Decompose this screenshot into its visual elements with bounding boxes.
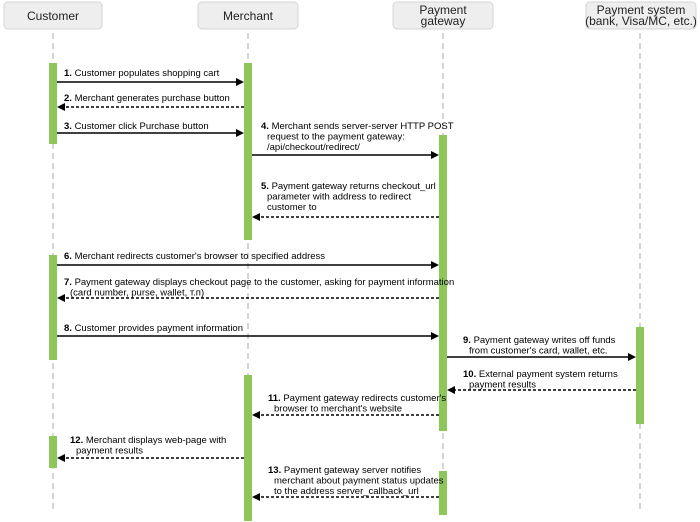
message-5: 5. Payment gateway returns checkout_urlp… bbox=[252, 181, 439, 221]
participant-merchant-label: Merchant bbox=[223, 9, 274, 23]
message-5-label-line-3: customer to bbox=[267, 202, 317, 213]
message-13: 13. Payment gateway server notifiesmerch… bbox=[252, 465, 444, 501]
message-4-label-line-1: 4. Merchant sends server-server HTTP POS… bbox=[261, 121, 454, 132]
message-8-number: 8. bbox=[64, 323, 75, 334]
message-11-label-line-1: 11. Payment gateway redirects customer's bbox=[268, 393, 446, 404]
message-13-label-line-2: merchant about payment status updates bbox=[274, 476, 444, 487]
message-10-arrowhead bbox=[447, 386, 455, 394]
message-2-arrowhead bbox=[57, 103, 65, 111]
activation-customer-3 bbox=[49, 436, 57, 468]
message-9-number: 9. bbox=[463, 335, 474, 346]
participant-customer-label: Customer bbox=[27, 9, 79, 23]
message-13-arrowhead bbox=[252, 493, 260, 501]
message-11: 11. Payment gateway redirects customer's… bbox=[252, 393, 446, 419]
participant-gateway-label-line1: Payment bbox=[419, 3, 467, 17]
message-9: 9. Payment gateway writes off fundsfrom … bbox=[447, 335, 636, 361]
message-9-label-line-2: from customer's card, wallet, etc. bbox=[469, 346, 608, 357]
message-13-label-line-3: to the address server_callback_url bbox=[274, 486, 419, 497]
participant-merchant: Merchant bbox=[197, 1, 299, 30]
message-9-arrowhead bbox=[628, 353, 636, 361]
message-6-label-line-1: 6. Merchant redirects customer's browser… bbox=[64, 251, 325, 262]
message-4-label-line-3: /api/checkout/redirect/ bbox=[267, 142, 360, 153]
message-3-arrowhead bbox=[236, 129, 244, 137]
message-12-label-line-1: 12. Merchant displays web-page with bbox=[70, 435, 226, 446]
participant-gateway-label-line2: gateway bbox=[421, 14, 466, 28]
message-8: 8. Customer provides payment information bbox=[57, 323, 439, 340]
participant-paysys: Payment system (bank, Visa/MC, etc.) bbox=[585, 1, 697, 30]
activation-customer-2 bbox=[49, 255, 57, 360]
activation-customer-1 bbox=[49, 63, 57, 144]
message-1-label-line-1: 1. Customer populates shopping cart bbox=[64, 68, 220, 79]
message-6-number: 6. bbox=[64, 251, 75, 262]
message-1: 1. Customer populates shopping cart bbox=[57, 68, 244, 86]
message-12-label-line-2: payment results bbox=[76, 446, 143, 457]
activation-paysys-1 bbox=[636, 327, 644, 424]
message-12-number: 12. bbox=[70, 435, 86, 446]
message-10: 10. External payment system returnspayme… bbox=[447, 369, 636, 394]
message-4: 4. Merchant sends server-server HTTP POS… bbox=[252, 121, 454, 159]
message-5-arrowhead bbox=[252, 213, 260, 221]
message-6: 6. Merchant redirects customer's browser… bbox=[57, 251, 439, 269]
participant-gateway: Payment gateway bbox=[392, 1, 494, 30]
message-5-label-line-2: parameter with address to redirect bbox=[267, 192, 412, 203]
message-3-number: 3. bbox=[64, 121, 75, 132]
message-10-number: 10. bbox=[463, 369, 479, 380]
message-1-arrowhead bbox=[236, 78, 244, 86]
participant-paysys-label-line2: (bank, Visa/MC, etc.) bbox=[585, 14, 697, 28]
message-5-number: 5. bbox=[261, 181, 272, 192]
message-12-arrowhead bbox=[57, 454, 65, 462]
message-13-label-line-1: 13. Payment gateway server notifies bbox=[268, 465, 421, 476]
message-2-label-line-1: 2. Merchant generates purchase button bbox=[64, 93, 230, 104]
message-6-arrowhead bbox=[431, 261, 439, 269]
message-3: 3. Customer click Purchase button bbox=[57, 121, 244, 137]
message-4-arrowhead bbox=[431, 151, 439, 159]
participant-paysys-label-line1: Payment system bbox=[597, 3, 686, 17]
message-7-number: 7. bbox=[64, 277, 75, 288]
participant-customer: Customer bbox=[3, 1, 103, 30]
activation-gateway-1 bbox=[439, 135, 447, 431]
message-10-label-line-1: 10. External payment system returns bbox=[463, 369, 618, 380]
message-4-number: 4. bbox=[261, 121, 272, 132]
message-10-label-line-2: payment results bbox=[469, 380, 536, 391]
message-12: 12. Merchant displays web-page withpayme… bbox=[57, 435, 244, 462]
activation-merchant-1 bbox=[244, 63, 252, 240]
message-7-arrowhead bbox=[57, 294, 65, 302]
activation-merchant-2 bbox=[244, 375, 252, 521]
message-11-number: 11. bbox=[268, 393, 283, 404]
message-8-label-line-1: 8. Customer provides payment information bbox=[64, 323, 243, 334]
message-3-label-line-1: 3. Customer click Purchase button bbox=[64, 121, 209, 132]
message-13-number: 13. bbox=[268, 465, 284, 476]
message-11-label-line-2: browser to merchant's website bbox=[274, 404, 402, 415]
message-5-label-line-1: 5. Payment gateway returns checkout_url bbox=[261, 181, 436, 192]
message-8-arrowhead bbox=[431, 332, 439, 340]
message-7-label-line-2: (card number, purse, wallet, т.п) bbox=[70, 288, 204, 299]
messages-group: 1. Customer populates shopping cart 2. Me… bbox=[57, 68, 636, 501]
activation-gateway-2 bbox=[439, 471, 447, 515]
message-7-label-line-1: 7. Payment gateway displays checkout pag… bbox=[64, 277, 454, 288]
message-7: 7. Payment gateway displays checkout pag… bbox=[57, 277, 454, 302]
message-9-label-line-1: 9. Payment gateway writes off funds bbox=[463, 335, 616, 346]
message-11-arrowhead bbox=[252, 411, 260, 419]
message-4-label-line-2: request to the payment gateway: bbox=[267, 132, 405, 143]
message-2: 2. Merchant generates purchase button bbox=[57, 93, 244, 111]
message-2-number: 2. bbox=[64, 93, 75, 104]
message-1-number: 1. bbox=[64, 68, 75, 79]
